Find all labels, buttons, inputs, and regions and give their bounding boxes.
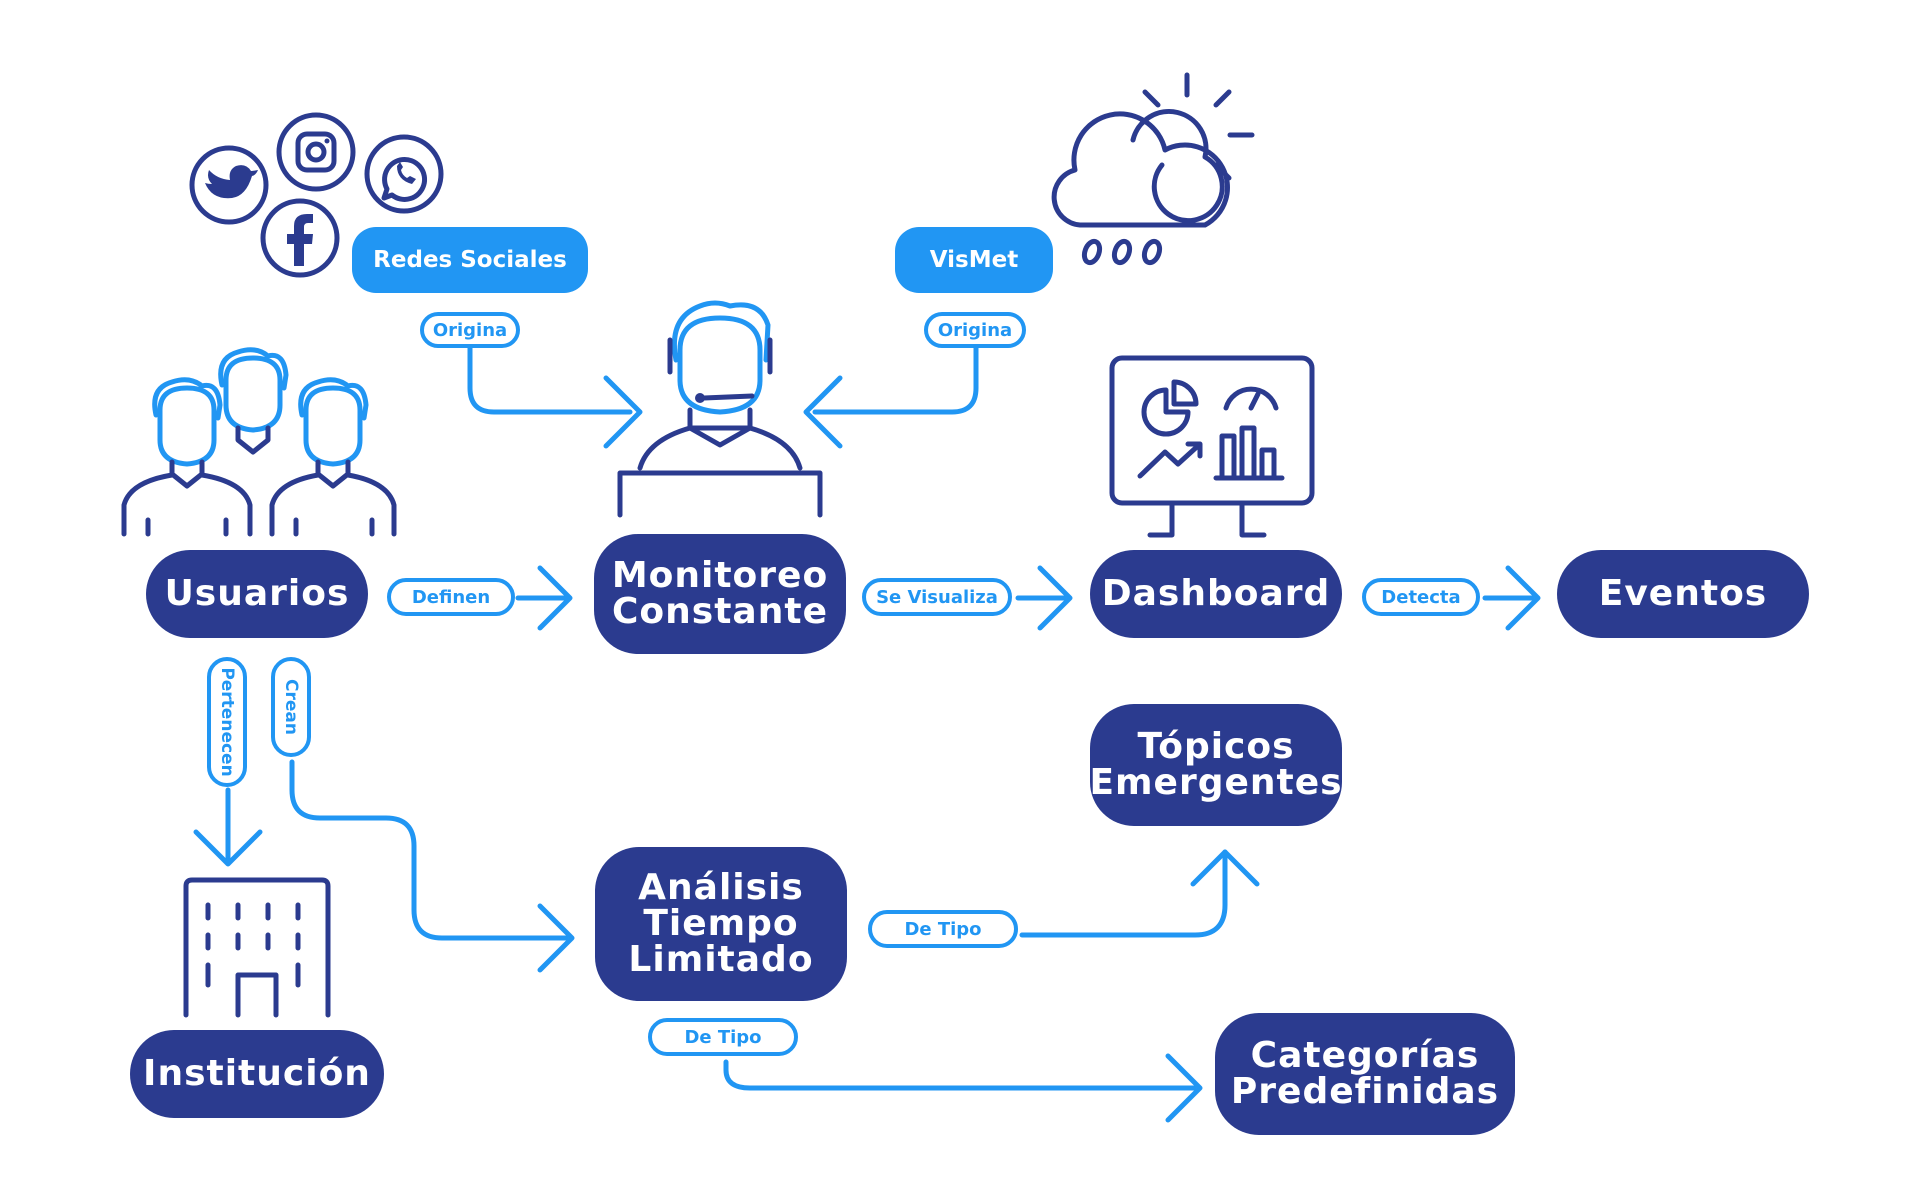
arrowhead-detecta: [1505, 565, 1541, 631]
arrowhead-de-tipo-topicos: [1190, 849, 1260, 887]
building-icon: [183, 877, 331, 1018]
node-usuarios: Usuarios: [146, 550, 368, 638]
node-monitoreo-constante: Monitoreo Constante: [594, 534, 846, 654]
arrowhead-pertenecen: [193, 829, 263, 867]
node-topicos-emergentes: Tópicos Emergentes: [1089, 704, 1342, 826]
node-analisis-tiempo-limitado: Análisis Tiempo Limitado: [595, 847, 847, 1001]
node-institucion: Institución: [130, 1030, 384, 1118]
redes-sociales-label: Redes Sociales: [352, 227, 588, 293]
node-dashboard: Dashboard: [1090, 550, 1342, 638]
users-group-icon: [121, 347, 397, 537]
facebook-icon: [260, 198, 340, 278]
edge-origina-redes: [467, 345, 633, 415]
edge-label-pertenecen: Pertenecen: [207, 657, 247, 787]
edge-de-tipo-categorias: [723, 1059, 1197, 1091]
arrowhead-crean: [537, 903, 575, 973]
edge-label-origina-redes: Origina: [420, 312, 520, 348]
vismet-label: VisMet: [895, 227, 1053, 293]
twitter-icon: [189, 145, 269, 225]
edge-label-detecta: Detecta: [1362, 578, 1480, 616]
arrowhead-se-visualiza: [1037, 565, 1073, 631]
edge-crean: [289, 759, 569, 941]
instagram-icon: [276, 112, 356, 192]
edge-de-tipo-topicos: [1019, 849, 1228, 938]
arrowhead-de-tipo-categorias: [1165, 1053, 1203, 1123]
dashboard-monitor-icon: [1109, 355, 1315, 538]
node-categorias-predefinidas: Categorías Predefinidas: [1215, 1013, 1515, 1135]
arrowhead-origina-redes: [603, 375, 643, 449]
arrowhead-definen: [537, 565, 573, 631]
arrowhead-origina-vismet: [803, 375, 843, 449]
edge-label-definen: Definen: [387, 578, 515, 616]
whatsapp-icon: [364, 134, 444, 214]
weather-icon: [1051, 72, 1255, 266]
edge-label-se-visualiza: Se Visualiza: [862, 578, 1012, 616]
edge-label-crean: Crean: [271, 657, 311, 757]
edge-label-crean-text: Crean: [281, 679, 301, 735]
connectors: [193, 345, 1541, 1123]
edge-origina-vismet: [812, 345, 979, 415]
node-eventos: Eventos: [1557, 550, 1809, 638]
operator-headset-icon: [617, 300, 823, 518]
edge-label-de-tipo-categorias: De Tipo: [648, 1018, 798, 1056]
edge-label-pertenecen-text: Pertenecen: [217, 667, 237, 777]
edge-label-origina-vismet: Origina: [924, 312, 1026, 348]
edge-label-de-tipo-topicos: De Tipo: [868, 910, 1018, 948]
